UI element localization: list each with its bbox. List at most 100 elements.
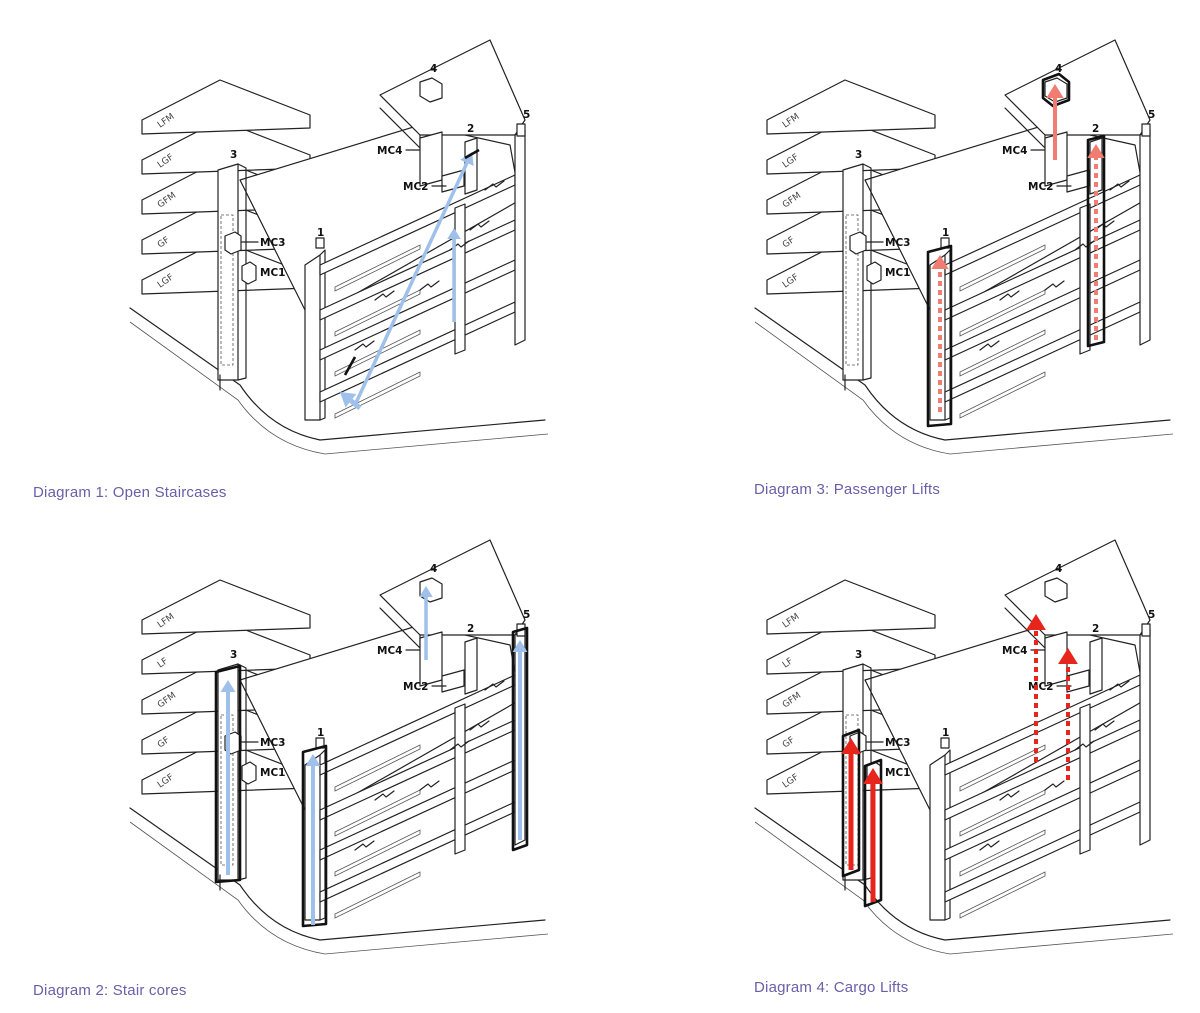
stair-glyph-3 bbox=[449, 740, 470, 751]
stair-glyph-2 bbox=[1044, 780, 1065, 791]
label-mc1: MC1 bbox=[260, 767, 285, 779]
lift-2-arrow-head bbox=[1087, 144, 1105, 158]
label-mc2: MC2 bbox=[403, 181, 428, 193]
stair-glyph-1 bbox=[374, 290, 395, 301]
stair-glyph-5 bbox=[1109, 680, 1130, 691]
ground-edge bbox=[754, 307, 1171, 441]
label-mc2: MC2 bbox=[1028, 181, 1053, 193]
mc4-shaft bbox=[419, 631, 443, 687]
mc1-arrow bbox=[863, 768, 883, 902]
stair-glyph-0 bbox=[979, 840, 1000, 851]
label-mc2: MC2 bbox=[403, 681, 428, 693]
core-4-box bbox=[419, 577, 443, 603]
label-core-1: 1 bbox=[942, 727, 949, 739]
entry-stair-arrow-head bbox=[340, 392, 357, 408]
facade-window-1 bbox=[334, 789, 421, 837]
ground-edge bbox=[129, 807, 546, 941]
mc1-arrow-head bbox=[863, 768, 883, 784]
core-5-cap bbox=[1141, 123, 1151, 137]
facade-band-3 bbox=[944, 801, 1141, 903]
stair-glyph-4 bbox=[469, 720, 490, 731]
lift-1-arrow bbox=[931, 255, 949, 412]
stair-glyph-2 bbox=[1044, 280, 1065, 291]
lift-4-highlight bbox=[1041, 72, 1071, 108]
stair-glyph-2 bbox=[419, 280, 440, 291]
label-core-2: 2 bbox=[467, 123, 474, 135]
mc1-box bbox=[241, 261, 257, 285]
facade-mid-column bbox=[1079, 703, 1091, 855]
label-core-5: 5 bbox=[523, 109, 530, 121]
mc1-box bbox=[241, 761, 257, 785]
label-core-1: 1 bbox=[317, 727, 324, 739]
core-5-cap bbox=[1141, 623, 1151, 637]
core-5-column bbox=[1139, 629, 1151, 846]
stair-glyph-0 bbox=[354, 840, 375, 851]
facade-window-1 bbox=[959, 789, 1046, 837]
slab-lfm bbox=[766, 79, 936, 135]
top-wing bbox=[379, 539, 526, 636]
mc4-arrow bbox=[1026, 614, 1046, 762]
label-core-5: 5 bbox=[1148, 609, 1155, 621]
lift-2-arrow bbox=[1087, 144, 1105, 340]
mc2-arrow bbox=[1058, 648, 1078, 780]
facade-mid-column bbox=[454, 203, 466, 355]
stair-glyph-3 bbox=[1074, 240, 1095, 251]
core-3-inner bbox=[845, 214, 859, 366]
stair-glyph-0 bbox=[354, 340, 375, 351]
label-core-5: 5 bbox=[1148, 109, 1155, 121]
vertical-stair-arrow bbox=[447, 228, 461, 322]
mc3-box bbox=[849, 231, 867, 255]
ground-edge-lower bbox=[754, 321, 1174, 455]
core-4-box bbox=[1044, 577, 1068, 603]
label-mc3: MC3 bbox=[260, 737, 285, 749]
label-core-4: 4 bbox=[430, 563, 437, 575]
facade-band-3 bbox=[319, 801, 516, 903]
stair-glyph-5 bbox=[484, 180, 505, 191]
ground-edge bbox=[754, 807, 1171, 941]
label-core-4: 4 bbox=[1055, 63, 1062, 75]
ground-edge-lower bbox=[129, 821, 549, 955]
core-5-highlight bbox=[511, 626, 529, 852]
facade-window-2 bbox=[334, 829, 421, 877]
label-core-2: 2 bbox=[1092, 623, 1099, 635]
label-core-2: 2 bbox=[1092, 123, 1099, 135]
core-1-cap bbox=[940, 737, 950, 749]
ground-edge-lower bbox=[129, 321, 549, 455]
core-1-highlight bbox=[301, 744, 328, 928]
core-1-column bbox=[929, 754, 946, 921]
label-mc3: MC3 bbox=[885, 737, 910, 749]
core-1-arrow-head bbox=[305, 754, 321, 766]
facade-window-0 bbox=[334, 744, 421, 792]
facade-window-0 bbox=[959, 744, 1046, 792]
diagonal-stair-arrow-shaft bbox=[353, 162, 469, 406]
core-2-column bbox=[1089, 637, 1103, 695]
floor-label-3: LF bbox=[781, 656, 795, 670]
label-core-3: 3 bbox=[855, 149, 862, 161]
facade-window-3 bbox=[959, 871, 1046, 919]
stair-core-arrows bbox=[214, 586, 529, 928]
mc4-arrow-head bbox=[1026, 614, 1046, 630]
label-mc1: MC1 bbox=[885, 767, 910, 779]
mc3-highlight bbox=[841, 728, 861, 878]
label-mc3: MC3 bbox=[260, 237, 285, 249]
staircase-arrows bbox=[340, 148, 480, 410]
facade-mid-column bbox=[454, 703, 466, 855]
facade-band-3 bbox=[319, 301, 516, 403]
core-5-column bbox=[514, 129, 526, 346]
core-5-cap bbox=[516, 123, 526, 137]
label-mc3: MC3 bbox=[885, 237, 910, 249]
stair-glyph-4 bbox=[1094, 720, 1115, 731]
ground-edge bbox=[129, 307, 546, 441]
label-core-4: 4 bbox=[430, 63, 437, 75]
stair-glyph-5 bbox=[1109, 180, 1130, 191]
facade-window-0 bbox=[334, 244, 421, 292]
entry-stair-arrow-shaft bbox=[349, 398, 362, 410]
